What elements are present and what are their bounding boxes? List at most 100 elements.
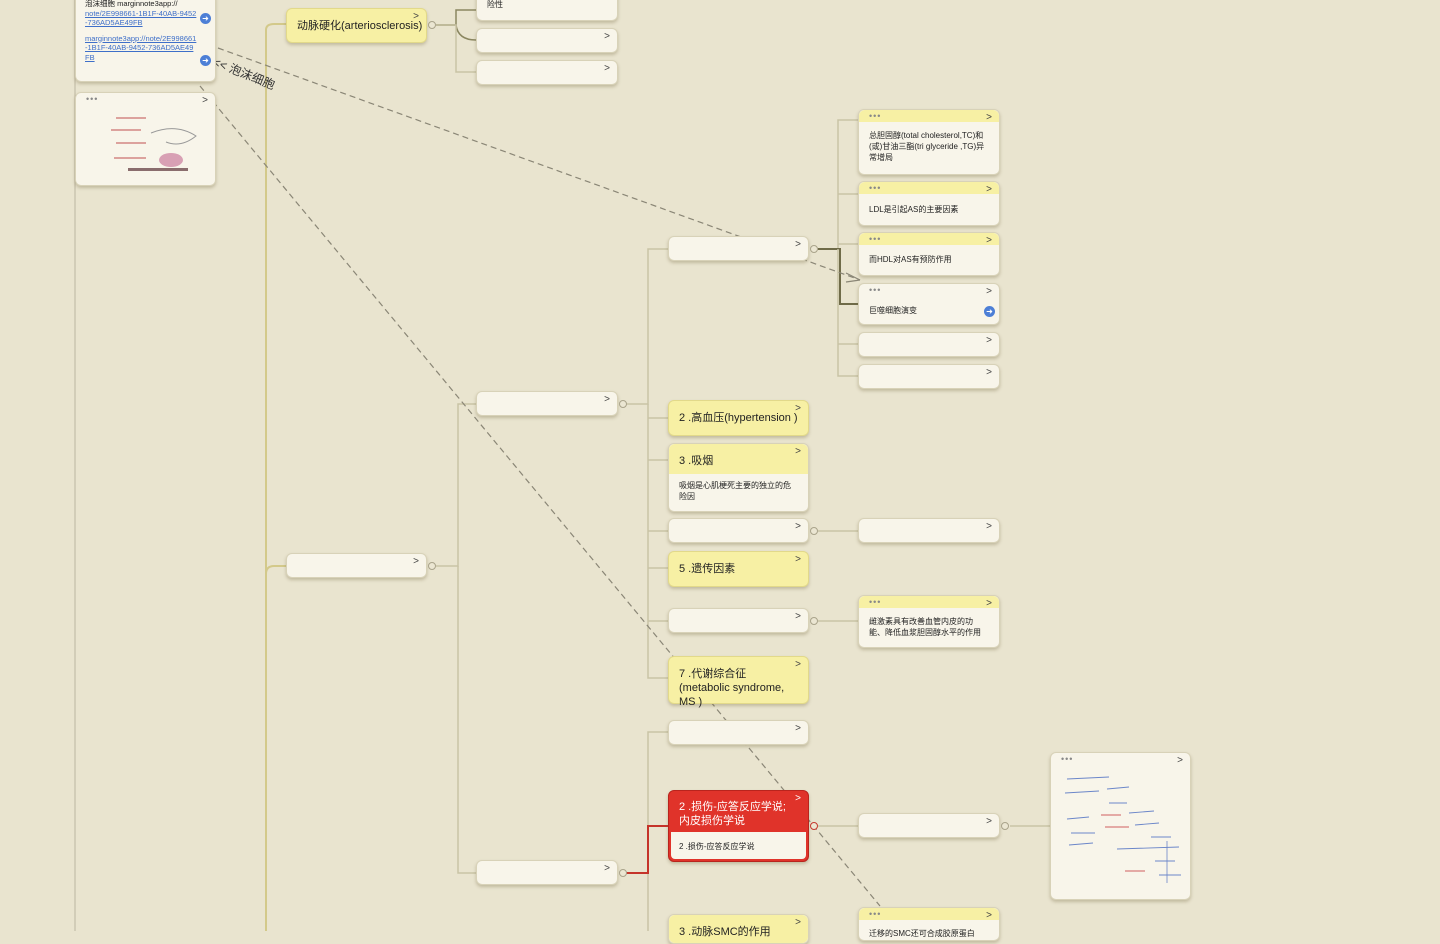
marginnote-link-1[interactable]: note/2E998661-1B1F-40AB-9452-736AD5AE49F… (85, 8, 197, 28)
node-smc-role[interactable]: > 3 .动脉SMC的作用 (668, 914, 809, 944)
chevron-right-icon[interactable]: > (986, 235, 992, 246)
collapse-circle-icon[interactable] (428, 21, 436, 29)
handwriting-sketch (1064, 776, 1181, 883)
chevron-right-icon[interactable]: > (986, 910, 992, 921)
more-dots-icon[interactable]: ••• (869, 234, 882, 244)
chevron-right-icon[interactable]: > (795, 723, 801, 734)
chevron-right-icon[interactable]: > (986, 598, 992, 609)
more-dots-icon[interactable]: ••• (869, 597, 882, 607)
node-smoking[interactable]: > 3 .吸烟 吸烟是心肌梗死主要的独立的危险因 (668, 443, 809, 512)
note-title-text: 泡沫细胞 marginnote3app:// (85, 0, 178, 8)
chevron-right-icon[interactable]: > (795, 521, 801, 532)
node-macrophage[interactable]: ••• > 巨噬细胞演变 ➜ (858, 283, 1000, 325)
chevron-right-icon[interactable]: > (986, 816, 992, 827)
node-arteriosclerosis[interactable]: > 动脉硬化(arteriosclerosis) (286, 8, 427, 43)
node-genetic[interactable]: > 5 .遗传因素 (668, 551, 809, 587)
collapse-circle-icon[interactable] (810, 617, 818, 625)
node-title: 7 .代谢综合征(metabolic syndrome, MS ) (679, 668, 785, 708)
chevron-right-icon[interactable]: > (413, 11, 419, 22)
node-body: 总胆固醇(total cholesterol,TC)和(或)甘油三酯(tri g… (869, 131, 985, 162)
node-empty[interactable]: > (476, 391, 618, 416)
collapse-circle-icon[interactable] (619, 869, 627, 877)
node-title: 动脉硬化(arteriosclerosis) (297, 20, 423, 32)
chevron-right-icon[interactable]: > (986, 521, 992, 532)
collapse-circle-icon[interactable] (1001, 822, 1009, 830)
node-empty[interactable]: > (668, 518, 809, 543)
node-empty[interactable]: > (476, 60, 618, 85)
node-empty[interactable]: > (858, 332, 1000, 357)
more-dots-icon[interactable]: ••• (1061, 754, 1074, 764)
more-dots-icon[interactable]: ••• (869, 111, 882, 121)
chevron-right-icon[interactable]: > (604, 63, 610, 74)
collapse-circle-icon[interactable] (428, 562, 436, 570)
chevron-right-icon[interactable]: > (604, 394, 610, 405)
node-empty[interactable]: > (668, 720, 809, 745)
node-empty[interactable]: > (858, 364, 1000, 389)
more-dots-icon[interactable]: ••• (86, 94, 99, 104)
source-note-card[interactable]: 泡沫细胞 marginnote3app:// note/2E998661-1B1… (75, 0, 216, 82)
node-empty[interactable]: > (286, 553, 427, 578)
node-body: 雌激素具有改善血管内皮的功能、降低血浆胆固醇水平的作用 (869, 617, 981, 637)
chevron-right-icon[interactable]: > (795, 659, 801, 670)
marginnote-link-2[interactable]: marginnote3app://note/2E998661-1B1F-40AB… (85, 33, 197, 62)
collapse-circle-icon[interactable] (810, 245, 818, 253)
chevron-right-icon[interactable]: > (986, 367, 992, 378)
node-empty[interactable]: > (668, 608, 809, 633)
node-body: 巨噬细胞演变 (869, 306, 917, 315)
node-hypertension[interactable]: > 2 .高血压(hypertension ) (668, 400, 809, 436)
node-title: 3 .动脉SMC的作用 (679, 926, 771, 938)
node-title: 2 .损伤-应答反应学说; 内皮损伤学说 (679, 801, 786, 827)
chevron-right-icon[interactable]: > (795, 403, 801, 414)
node-empty[interactable]: > (476, 28, 618, 53)
node-body: 2 .损伤-应答反应学说 (679, 842, 755, 851)
node-body: LDL是引起AS的主要因素 (869, 205, 959, 214)
chevron-right-icon[interactable]: > (1177, 755, 1183, 766)
chevron-right-icon[interactable]: > (795, 917, 801, 928)
node-hdl[interactable]: ••• > 而HDL对AS有预防作用 (858, 232, 1000, 276)
node-empty[interactable]: > (858, 518, 1000, 543)
chevron-right-icon[interactable]: > (795, 611, 801, 622)
node-metabolic-syndrome[interactable]: > 7 .代谢综合征(metabolic syndrome, MS ) (668, 656, 809, 708)
node-partial-top[interactable]: 险性 (476, 0, 618, 21)
goto-note-icon[interactable]: ➜ (984, 306, 995, 317)
handwriting-image-card[interactable]: ••• > (1050, 752, 1191, 900)
chevron-right-icon[interactable]: > (413, 556, 419, 567)
collapse-circle-icon[interactable] (810, 527, 818, 535)
more-dots-icon[interactable]: ••• (869, 909, 882, 919)
node-body: 而HDL对AS有预防作用 (869, 255, 952, 264)
node-empty[interactable]: > (668, 236, 809, 261)
chevron-right-icon[interactable]: > (986, 335, 992, 346)
chevron-right-icon[interactable]: > (795, 793, 801, 804)
node-ldl[interactable]: ••• > LDL是引起AS的主要因素 (858, 181, 1000, 226)
node-title: 2 .高血压(hypertension ) (679, 412, 798, 424)
image-note-card[interactable]: ••• > (75, 92, 216, 186)
chevron-right-icon[interactable]: > (604, 863, 610, 874)
node-body: 迁移的SMC还可合成胶原蛋白 (869, 929, 975, 938)
more-dots-icon[interactable]: ••• (869, 183, 882, 193)
node-body: 险性 (487, 0, 503, 9)
more-dots-icon[interactable]: ••• (869, 285, 882, 295)
chevron-right-icon[interactable]: > (202, 95, 208, 106)
node-estrogen[interactable]: ••• > 雌激素具有改善血管内皮的功能、降低血浆胆固醇水平的作用 (858, 595, 1000, 648)
node-title: 3 .吸烟 (679, 455, 714, 467)
collapse-circle-icon[interactable] (810, 822, 818, 830)
goto-note-icon[interactable]: ➜ (200, 55, 211, 66)
goto-note-icon[interactable]: ➜ (200, 13, 211, 24)
chevron-right-icon[interactable]: > (986, 112, 992, 123)
chevron-right-icon[interactable]: > (604, 31, 610, 42)
node-smc-collagen[interactable]: ••• > 迁移的SMC还可合成胶原蛋白 (858, 907, 1000, 941)
node-empty[interactable]: > (858, 813, 1000, 838)
node-tc-tg[interactable]: ••• > 总胆固醇(total cholesterol,TC)和(或)甘油三酯… (858, 109, 1000, 175)
node-body: 吸烟是心肌梗死主要的独立的危险因 (679, 481, 791, 501)
chevron-right-icon[interactable]: > (795, 554, 801, 565)
chevron-right-icon[interactable]: > (986, 184, 992, 195)
node-empty[interactable]: > (476, 860, 618, 885)
chevron-right-icon[interactable]: > (986, 286, 992, 297)
node-title: 5 .遗传因素 (679, 563, 736, 575)
collapse-circle-icon[interactable] (619, 400, 627, 408)
chevron-right-icon[interactable]: > (795, 446, 801, 457)
node-injury-response-selected[interactable]: > 2 .损伤-应答反应学说; 内皮损伤学说 2 .损伤-应答反应学说 (668, 790, 809, 862)
chevron-right-icon[interactable]: > (795, 239, 801, 250)
